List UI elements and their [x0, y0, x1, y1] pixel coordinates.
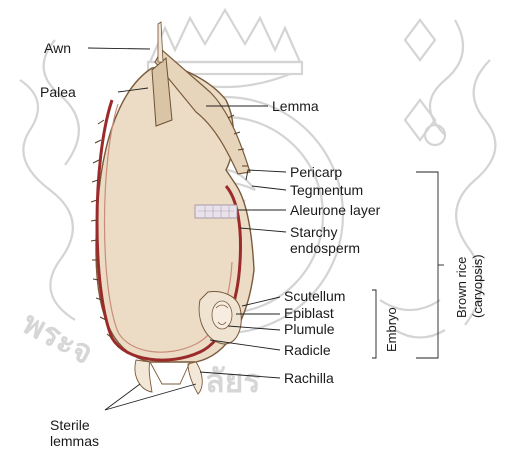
- watermark-flourish-left: [20, 40, 79, 320]
- label-embryo: Embryo: [384, 307, 399, 352]
- label-endosperm: endosperm: [290, 240, 360, 256]
- brown-rice-bracket: [416, 172, 438, 358]
- label-pericarp: Pericarp: [290, 164, 342, 180]
- label-scutellum: Scutellum: [284, 288, 345, 304]
- awn-shape: [158, 22, 163, 62]
- brackets: [372, 172, 444, 358]
- rachilla-shape: [150, 362, 190, 384]
- label-rachilla: Rachilla: [284, 370, 334, 386]
- watermark-text-bottom: ลัยร: [205, 362, 261, 400]
- label-radicle: Radicle: [284, 342, 331, 358]
- label-lemma: Lemma: [272, 98, 319, 114]
- watermark-seal: พระจ ลัยร: [16, 10, 495, 400]
- label-starchy: Starchy: [290, 224, 337, 240]
- label-plumule: Plumule: [284, 321, 335, 337]
- label-aleurone-layer: Aleurone layer: [290, 202, 381, 218]
- label-tegmentum: Tegmentum: [290, 182, 363, 198]
- sterile-lemma-left: [135, 360, 152, 392]
- label-palea: Palea: [40, 84, 76, 100]
- rice-grain: [91, 22, 254, 394]
- label-sterile: Sterile: [50, 417, 90, 433]
- label-lemmas: lemmas: [50, 433, 99, 449]
- watermark-text-left: พระจ: [16, 304, 99, 372]
- embryo-bracket: [372, 290, 376, 358]
- aleurone-inset: [195, 205, 237, 218]
- label-caryopsis: (caryopsis): [470, 254, 485, 318]
- sterile-lemma-right: [188, 362, 202, 394]
- label-brown-rice: Brown rice: [454, 257, 469, 318]
- label-awn: Awn: [44, 40, 71, 56]
- label-epiblast: Epiblast: [284, 305, 334, 321]
